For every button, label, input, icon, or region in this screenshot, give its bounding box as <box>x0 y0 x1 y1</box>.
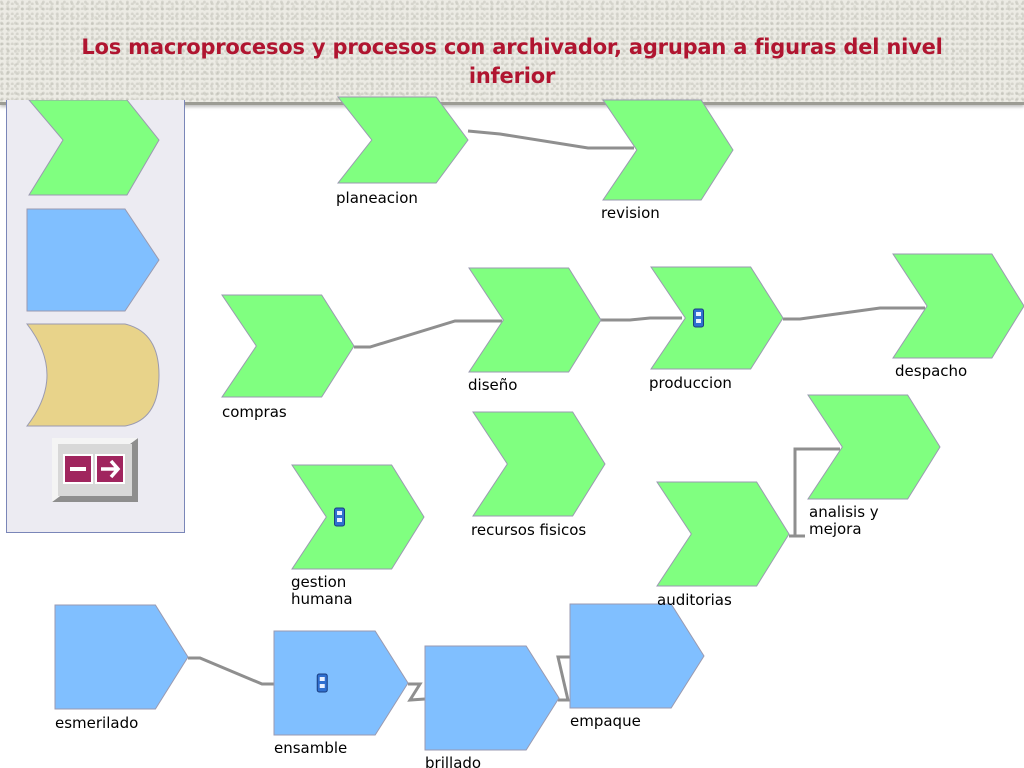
node-label-gestion-1: gestion <box>291 573 346 591</box>
process-shape-brillado[interactable] <box>424 645 560 751</box>
node-label-recursos: recursos fisicos <box>471 521 586 539</box>
node-label-produccion: produccion <box>649 374 732 392</box>
palette-process-icon[interactable] <box>26 208 160 312</box>
connector-esmerilado-ensamble[interactable] <box>188 656 274 686</box>
process-shape-empaque[interactable] <box>569 603 705 709</box>
connector-diseno-produccion[interactable] <box>600 316 682 322</box>
macroprocess-shape-gestion[interactable] <box>291 464 425 570</box>
archive-icon <box>316 673 328 693</box>
node-label-auditorias: auditorias <box>657 591 732 609</box>
macroprocess-shape-planeacion[interactable] <box>336 96 469 184</box>
archive-icon <box>334 507 346 527</box>
connections-layer <box>188 129 925 702</box>
node-label-compras: compras <box>222 403 287 421</box>
node-label-brillado: brillado <box>425 754 481 768</box>
archive-icon <box>693 308 705 328</box>
navigation-button-graphic <box>52 438 138 502</box>
node-label-gestion-2: humana <box>291 590 353 608</box>
palette-navigation-button[interactable] <box>52 438 138 502</box>
connector-brillado-empaque[interactable] <box>556 655 573 702</box>
shape-palette <box>6 100 185 533</box>
connector-compras-diseno[interactable] <box>354 319 502 349</box>
connector-planeacion-revision[interactable] <box>467 129 634 150</box>
connector-produccion-despacho[interactable] <box>783 306 925 321</box>
slide-title: Los macroprocesos y procesos con archiva… <box>81 35 943 88</box>
node-label-revision: revision <box>601 204 660 222</box>
node-label-planeacion: planeacion <box>336 189 418 207</box>
macroprocess-shape-diseno[interactable] <box>468 267 602 373</box>
macroprocess-shape-produccion[interactable] <box>650 266 784 370</box>
node-label-esmerilado: esmerilado <box>55 714 138 732</box>
macroprocess-shape-auditorias[interactable] <box>656 481 790 587</box>
palette-shapes <box>25 100 160 427</box>
node-label-analisis-2: mejora <box>809 520 862 538</box>
process-shape-ensamble[interactable] <box>273 630 409 736</box>
macroprocess-shape-despacho[interactable] <box>892 253 1024 359</box>
macroprocess-shape-revision[interactable] <box>602 99 734 201</box>
process-shape-esmerilado[interactable] <box>54 604 189 710</box>
node-label-diseno: diseño <box>468 376 517 394</box>
node-label-ensamble: ensamble <box>274 739 347 757</box>
macroprocess-shape-recursos[interactable] <box>472 411 606 517</box>
connector-ensamble-brillado[interactable] <box>407 682 426 702</box>
node-label-despacho: despacho <box>895 362 967 380</box>
labels-layer: planeacion revision compras diseño produccio… <box>55 189 967 768</box>
node-label-empaque: empaque <box>570 712 641 730</box>
macroprocess-shape-analisis[interactable] <box>807 394 941 500</box>
node-label-analisis-1: analisis y <box>809 503 879 521</box>
connector-auditorias-analisis[interactable] <box>789 447 840 538</box>
palette-event-icon[interactable] <box>25 323 160 427</box>
slide-header: Los macroprocesos y procesos con archiva… <box>0 0 1024 105</box>
macroprocess-shape-compras[interactable] <box>221 294 355 398</box>
palette-macroprocess-icon[interactable] <box>28 100 160 196</box>
shapes-layer <box>54 96 1024 751</box>
